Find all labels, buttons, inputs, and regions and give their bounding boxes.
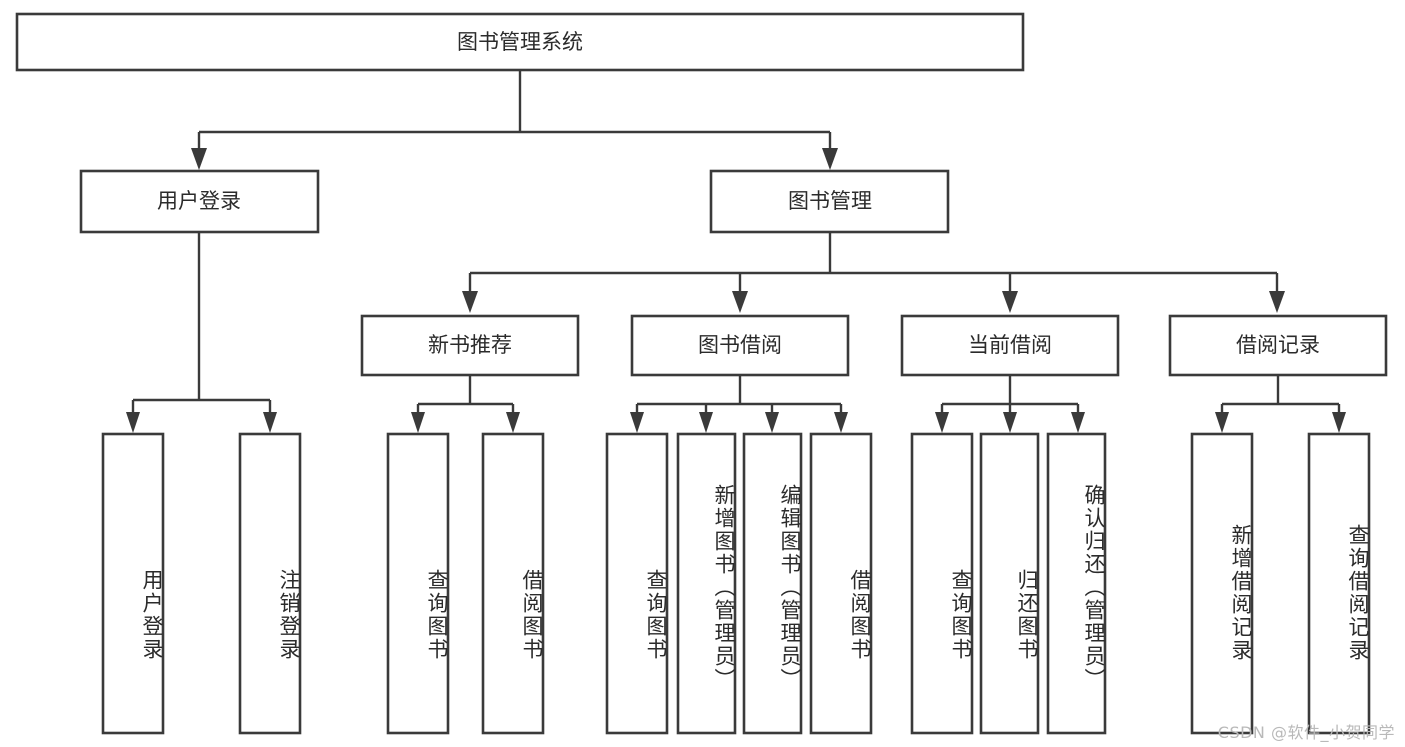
node-new-book-recommend-box[interactable] <box>360 314 580 377</box>
arrow-head-icon <box>1003 412 1017 433</box>
node-user-login[interactable]: 用户登录 <box>79 169 320 234</box>
arrow-head-icon <box>630 412 644 433</box>
leaf-box-add-book-admin[interactable] <box>676 432 737 735</box>
leaf-box-query-book-1[interactable] <box>386 432 450 735</box>
leaf-box-return-book[interactable] <box>979 432 1040 735</box>
node-user-login-box[interactable] <box>79 169 320 234</box>
arrow-head-icon <box>935 412 949 433</box>
leaf-box-user-login[interactable] <box>101 432 165 735</box>
leaf-box-query-book-3[interactable] <box>910 432 974 735</box>
connector-root-to-level2 <box>191 70 838 170</box>
arrow-head-icon <box>462 291 478 313</box>
leaf-box-confirm-return-admin[interactable] <box>1046 432 1107 735</box>
node-book-management[interactable]: 图书管理 <box>709 169 950 234</box>
leaf-box-query-borrow-record[interactable] <box>1307 432 1371 735</box>
node-current-borrow-label: 当前借阅 <box>968 333 1052 357</box>
node-root-label: 图书管理系统 <box>457 30 583 54</box>
leaf-box-borrow-book-1[interactable] <box>481 432 545 735</box>
connector-current-borrow-to-leaves <box>935 375 1085 433</box>
node-root[interactable]: 图书管理系统 <box>15 12 1025 72</box>
connector-borrow-record-to-leaves <box>1215 375 1346 433</box>
arrow-head-icon <box>1332 412 1346 433</box>
leaf-box-edit-book-admin[interactable] <box>742 432 803 735</box>
connector-user-login-to-leaves <box>126 232 277 433</box>
arrow-head-icon <box>506 412 520 433</box>
arrow-head-icon <box>732 291 748 313</box>
node-book-borrow-label: 图书借阅 <box>698 333 782 357</box>
arrow-head-icon <box>765 412 779 433</box>
arrow-head-icon <box>263 412 277 433</box>
arrow-head-icon <box>699 412 713 433</box>
node-new-book-recommend[interactable]: 新书推荐 <box>360 314 580 377</box>
arrow-head-icon <box>1269 291 1285 313</box>
node-current-borrow[interactable]: 当前借阅 <box>900 314 1120 377</box>
arrow-head-icon <box>1215 412 1229 433</box>
leaf-box-query-book-2[interactable] <box>605 432 669 735</box>
arrow-head-icon <box>822 148 838 170</box>
arrow-head-icon <box>834 412 848 433</box>
arrow-head-icon <box>1002 291 1018 313</box>
node-book-borrow[interactable]: 图书借阅 <box>630 314 850 377</box>
node-new-book-recommend-label: 新书推荐 <box>428 333 512 357</box>
arrow-head-icon <box>191 148 207 170</box>
arrow-head-icon <box>1071 412 1085 433</box>
csdn-watermark: CSDN @软件_小贺同学 <box>1217 723 1395 742</box>
node-book-management-label: 图书管理 <box>788 189 872 213</box>
connector-book-borrow-to-leaves <box>630 375 848 433</box>
node-borrow-record[interactable]: 借阅记录 <box>1168 314 1388 377</box>
node-user-login-label: 用户登录 <box>157 189 241 213</box>
leaf-box-borrow-book-2[interactable] <box>809 432 873 735</box>
leaf-box-add-borrow-record[interactable] <box>1190 432 1254 735</box>
arrow-head-icon <box>126 412 140 433</box>
leaf-box-logout[interactable] <box>238 432 302 735</box>
connector-book-management-to-level3 <box>462 232 1285 313</box>
node-current-borrow-box[interactable] <box>900 314 1120 377</box>
node-root-box[interactable] <box>15 12 1025 72</box>
connector-new-book-recommend-to-leaves <box>411 375 520 433</box>
node-borrow-record-label: 借阅记录 <box>1236 333 1320 357</box>
arrow-head-icon <box>411 412 425 433</box>
